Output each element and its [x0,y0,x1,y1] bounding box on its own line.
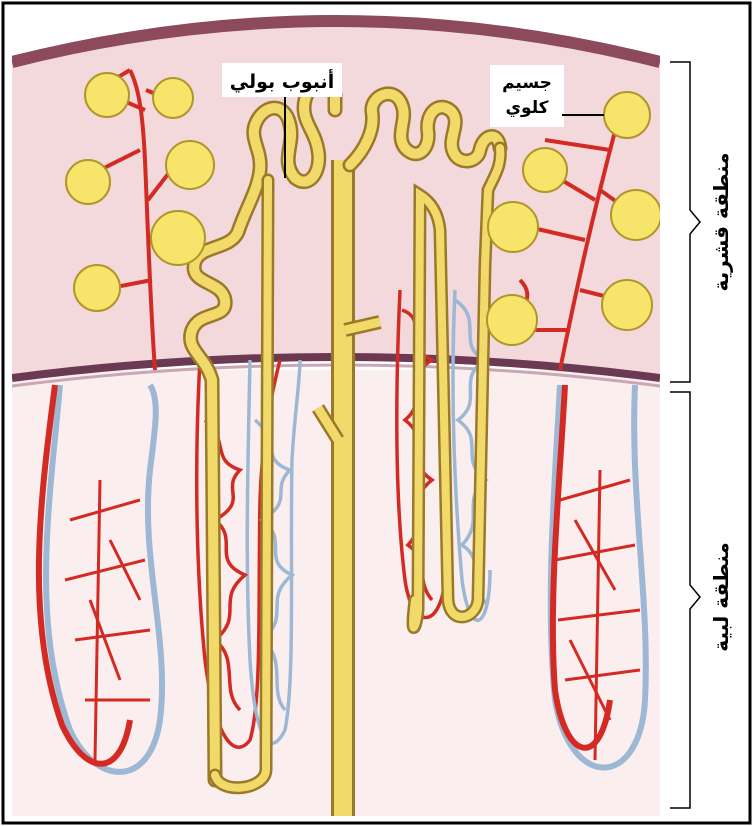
renal-corpuscle [85,73,129,117]
renal-corpuscle [523,148,567,192]
renal-corpuscle [151,211,205,265]
renal-corpuscle [153,78,193,118]
renal-corpuscle [487,295,537,345]
renal-corpuscle [611,190,661,240]
tubule-label: أنبوب بولي [230,69,334,93]
renal-corpuscle [166,141,214,189]
renal-corpuscle [604,92,650,138]
renal-corpuscle [602,280,652,330]
renal-corpuscle [66,160,110,204]
corpuscle-label-line1: جسيم [502,73,552,93]
cortex-label: منطقة قشرية [709,152,733,291]
corpuscle-label-line2: كلوي [505,98,548,118]
renal-corpuscle [74,265,120,311]
renal-corpuscle [488,202,538,252]
medulla-label: منطقة لبية [709,542,733,651]
